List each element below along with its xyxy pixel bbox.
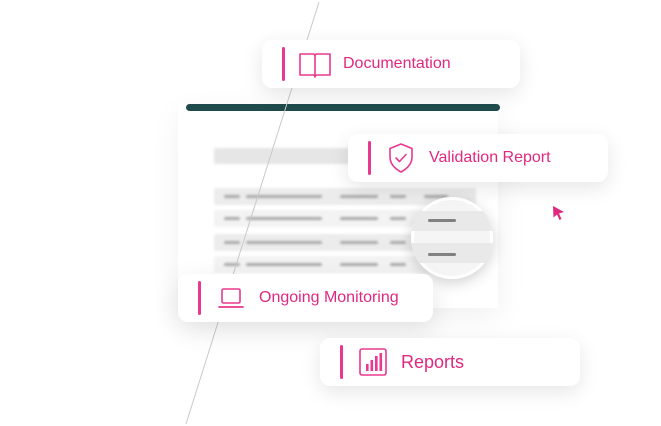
- magnifier-lens: [411, 197, 493, 279]
- card-accent-bar: [340, 345, 343, 379]
- documentation-label: Documentation: [343, 55, 451, 72]
- reports-card[interactable]: Reports: [320, 338, 580, 386]
- validation-report-card[interactable]: Validation Report: [348, 134, 608, 182]
- ongoing-monitoring-label: Ongoing Monitoring: [259, 289, 399, 306]
- cursor-icon: [553, 206, 564, 220]
- card-accent-bar: [198, 281, 201, 315]
- reports-label: Reports: [401, 351, 465, 372]
- table-header-block: [214, 148, 364, 164]
- ongoing-monitoring-card[interactable]: Ongoing Monitoring: [178, 274, 433, 322]
- dashboard-topbar: [186, 104, 500, 111]
- book-icon: [297, 46, 333, 82]
- shield-check-icon: [383, 140, 419, 176]
- card-accent-bar: [368, 141, 371, 175]
- card-accent-bar: [282, 47, 285, 81]
- bar-chart-icon: [355, 344, 391, 380]
- documentation-card[interactable]: Documentation: [262, 40, 520, 88]
- validation-report-label: Validation Report: [429, 149, 551, 166]
- laptop-icon: [213, 280, 249, 316]
